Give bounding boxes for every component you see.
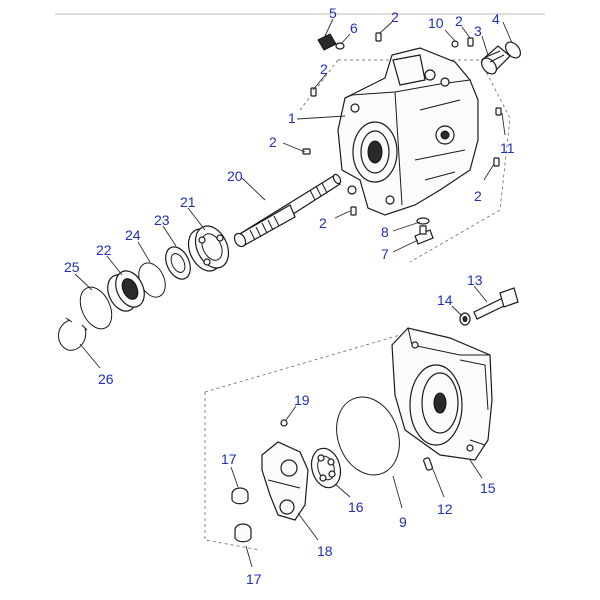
plug-11 <box>495 107 502 116</box>
label-14: 14 <box>437 292 453 308</box>
leader-lines <box>74 18 513 568</box>
label-7: 7 <box>381 246 389 262</box>
label-18: 18 <box>317 543 333 559</box>
drive-shaft <box>233 173 342 248</box>
label-1: 1 <box>288 110 296 126</box>
label-4: 4 <box>492 11 500 27</box>
plug-7 <box>414 225 434 245</box>
label-2-lower: 2 <box>319 215 327 231</box>
label-12: 12 <box>437 501 453 517</box>
bushing-17-lower <box>234 523 252 543</box>
bolt-2-right-lower <box>493 157 500 167</box>
label-3: 3 <box>474 23 482 39</box>
washer-14 <box>459 312 471 326</box>
label-9: 9 <box>399 514 407 530</box>
label-23: 23 <box>154 212 170 228</box>
label-2-right: 2 <box>455 13 463 29</box>
bushing-17-upper <box>231 487 249 505</box>
bolt-2-top <box>375 32 382 42</box>
end-cover-15 <box>391 327 493 461</box>
upper-dashed-edge <box>299 59 339 111</box>
bolt-2-lower <box>350 206 357 216</box>
label-6: 6 <box>350 20 358 36</box>
label-13: 13 <box>467 272 483 288</box>
label-2-left: 2 <box>320 61 328 77</box>
label-20: 20 <box>227 168 243 184</box>
label-22: 22 <box>96 242 112 258</box>
label-5: 5 <box>329 5 337 21</box>
snap-ring-26 <box>58 317 88 351</box>
pump-housing <box>337 47 479 216</box>
label-2-top: 2 <box>391 9 399 25</box>
bearing-21 <box>187 225 230 272</box>
label-17-upper: 17 <box>221 451 237 467</box>
label-10: 10 <box>428 15 444 31</box>
bolt-2-right <box>467 37 474 47</box>
o-ring-8 <box>416 217 430 225</box>
pin-12 <box>423 457 433 471</box>
ring-4 <box>505 41 521 59</box>
o-ring-6 <box>335 42 345 50</box>
label-19: 19 <box>294 392 310 408</box>
label-15: 15 <box>480 480 496 496</box>
label-17-lower: 17 <box>246 571 262 587</box>
valve-plate-18 <box>261 441 309 521</box>
label-2-right-lower: 2 <box>474 188 482 204</box>
label-21: 21 <box>180 194 196 210</box>
label-11: 11 <box>500 140 515 156</box>
label-16: 16 <box>348 499 364 515</box>
lower-dashed-frame-top <box>204 334 401 393</box>
bolt-2-left <box>310 87 317 97</box>
spacer-23 <box>165 246 191 280</box>
bolt-13 <box>473 287 519 320</box>
label-8: 8 <box>381 224 389 240</box>
o-ring-10 <box>451 40 459 48</box>
bearing-16 <box>310 447 342 489</box>
label-2-mid: 2 <box>269 134 277 150</box>
sleeve-3 <box>481 45 511 75</box>
oil-seal-22 <box>107 270 145 312</box>
label-25: 25 <box>64 259 80 275</box>
label-26: 26 <box>98 371 114 387</box>
ring-25 <box>79 286 113 330</box>
pin-19 <box>280 419 288 427</box>
part-labels: 5 6 2 10 2 3 4 2 1 2 20 2 8 7 11 2 21 23… <box>64 5 515 587</box>
plug-5 <box>317 33 337 51</box>
o-ring-9 <box>336 396 400 476</box>
label-24: 24 <box>125 227 141 243</box>
lower-dashed-frame-left <box>204 392 261 551</box>
